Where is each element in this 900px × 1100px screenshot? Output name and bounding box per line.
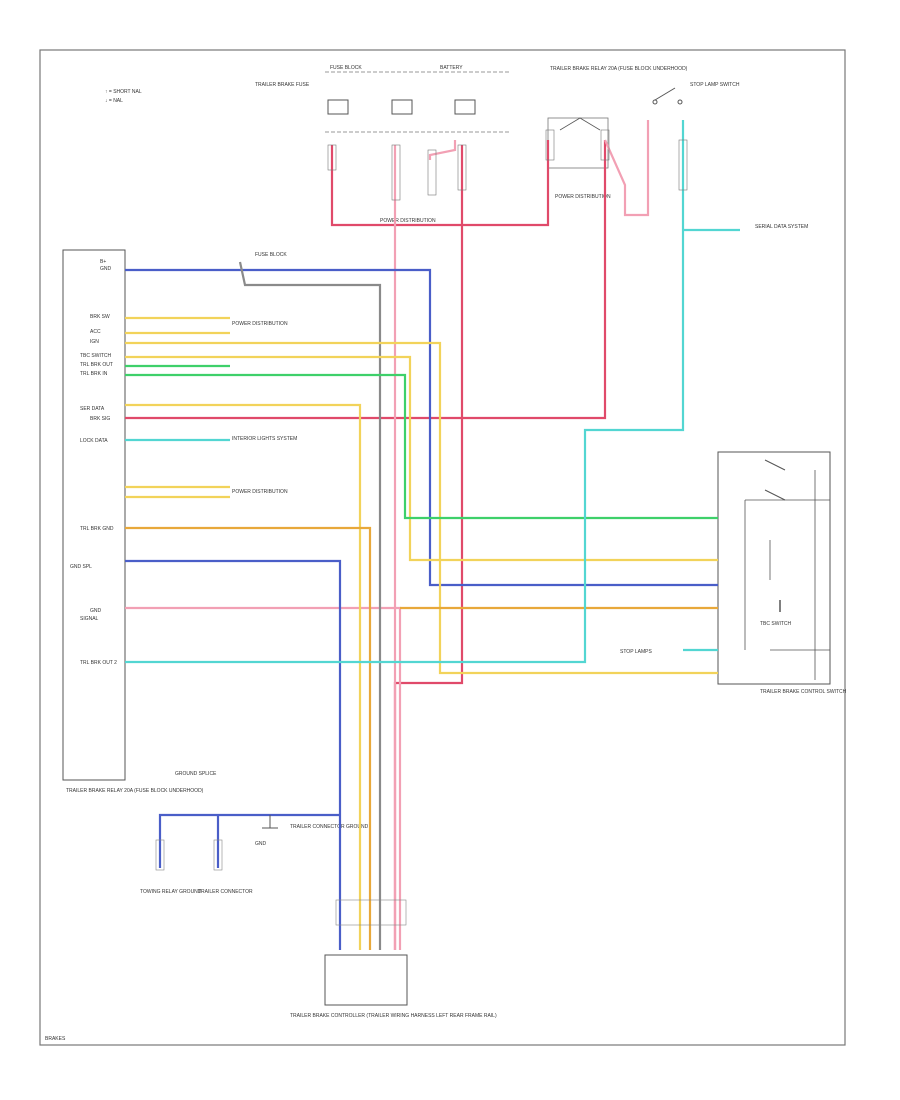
- legend-line-2: ↓ = NAL: [105, 98, 123, 104]
- pin-label-10: BRK SIG: [90, 416, 110, 422]
- battery-label: BATTERY: [440, 65, 463, 71]
- pin-label-9: SER DATA: [80, 406, 105, 412]
- pin-label-2: GND: [100, 266, 112, 272]
- bottom-connector-pins: [155, 815, 407, 926]
- switch-inner-label: TBC SWITCH: [760, 621, 791, 627]
- left-module: TRAILER BRAKE RELAY 20A (FUSE BLOCK UNDE…: [62, 249, 204, 794]
- stop-lamp-switch-label: STOP LAMP SWITCH: [690, 82, 740, 88]
- wire-cyan-2: [125, 120, 685, 664]
- stop-lamp-switch: STOP LAMP SWITCH: [652, 82, 740, 105]
- wire-yellow-3: [125, 341, 718, 675]
- pin-label-8: TRL BRK IN: [80, 371, 108, 377]
- controller-label: TRAILER BRAKE CONTROLLER (TRAILER WIRING…: [290, 1013, 497, 1019]
- wires: [125, 120, 740, 950]
- wire-orange-1: [125, 526, 372, 950]
- wire-yellow-7: [125, 355, 718, 562]
- wire-green-2: [125, 373, 718, 520]
- ground-mid-label: TRAILER CONNECTOR GROUND: [290, 824, 369, 830]
- wire-red-top: [330, 140, 550, 227]
- wire-pink-relay: [603, 120, 650, 217]
- wire-blue-ground: [158, 813, 340, 868]
- pin-label-12: TRL BRK GND: [80, 526, 114, 532]
- trailer-brake-control-switch: TBC SWITCH TRAILER BRAKE CONTROL SWITCH: [717, 451, 847, 695]
- trailer-brake-controller: TRAILER BRAKE CONTROLLER (TRAILER WIRING…: [290, 954, 497, 1019]
- pin-label-16: TRL BRK OUT 2: [80, 660, 117, 666]
- wire-blue-1: [125, 268, 718, 587]
- figure-id: BRAKES: [45, 1036, 66, 1042]
- interior-lights-ref: INTERIOR LIGHTS SYSTEM: [232, 436, 297, 442]
- wire-pink-2: [428, 140, 457, 160]
- pin-label-4: ACC: [90, 329, 101, 335]
- fuse-box-2-label: FUSE BLOCK: [330, 65, 362, 71]
- trailer-connector-label: TRAILER CONNECTOR: [198, 889, 253, 895]
- wire-gray: [238, 261, 382, 950]
- pin-label-3: BRK SW: [90, 314, 110, 320]
- legend-line-1: ↑ = SHORT NAL: [105, 89, 142, 95]
- pin-label-5: IGN: [90, 339, 99, 345]
- pin-label-6: TBC SWITCH: [80, 353, 111, 359]
- data-system-label: SERIAL DATA SYSTEM: [755, 224, 808, 230]
- stop-lamp-ref: STOP LAMPS: [620, 649, 652, 655]
- top-connector-pins: [327, 129, 688, 201]
- wire-red-main: [125, 140, 607, 420]
- pin-label-15: SIGNAL: [80, 616, 99, 622]
- left-module-label: TRAILER BRAKE RELAY 20A (FUSE BLOCK UNDE…: [66, 788, 204, 794]
- control-switch-label: TRAILER BRAKE CONTROL SWITCH: [760, 689, 847, 695]
- fuse-top-label: TRAILER BRAKE FUSE: [255, 82, 310, 88]
- pin-label-13: GND SPL: [70, 564, 92, 570]
- ground-label-2: GND: [255, 841, 267, 847]
- ground-splice-label: GROUND SPLICE: [175, 771, 217, 777]
- fuse-box-label: POWER DISTRIBUTION: [380, 218, 436, 224]
- wire-blue-2: [125, 559, 342, 950]
- wire-yellow-4: [125, 403, 362, 950]
- pin-label-7: TRL BRK OUT: [80, 362, 113, 368]
- diagram-frame: [39, 49, 846, 1046]
- pin-label-14: GND: [90, 608, 102, 614]
- top-fuse-block: TRAILER BRAKE FUSE FUSE BLOCK BATTERY: [255, 65, 510, 133]
- pin-label-1: B+: [100, 259, 106, 265]
- power-dist-ref-2: POWER DISTRIBUTION: [232, 489, 288, 495]
- power-dist-ref-1: POWER DISTRIBUTION: [232, 321, 288, 327]
- power-dist-label: POWER DISTRIBUTION: [555, 194, 611, 200]
- pin-label-11: LOCK DATA: [80, 438, 108, 444]
- fuse-label-mid: FUSE BLOCK: [255, 252, 287, 258]
- relay-label: TRAILER BRAKE RELAY 20A (FUSE BLOCK UNDE…: [550, 66, 688, 72]
- ground-left-label: TOWING RELAY GROUND: [140, 889, 202, 895]
